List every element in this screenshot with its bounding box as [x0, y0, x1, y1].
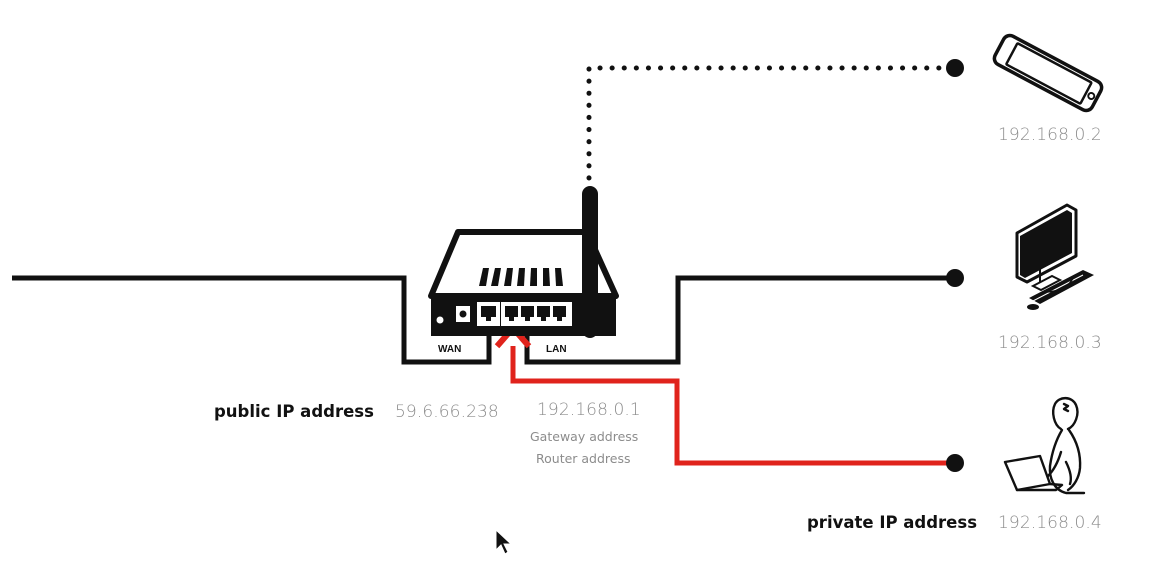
private-ip-label: private IP address: [807, 513, 978, 532]
wan-port-label: WAN: [438, 344, 461, 355]
router-icon: [428, 186, 619, 338]
desktop-endpoint-dot: [946, 269, 964, 287]
person-laptop-icon: [1003, 396, 1086, 495]
laptop-ip-value: 192.168.0.4: [998, 513, 1102, 533]
mouse-pointer-icon: [495, 528, 513, 555]
lan-cable-laptop: [510, 346, 955, 466]
gateway-ip-value: 192.168.0.1: [537, 400, 641, 420]
gateway-address-label: Gateway address: [530, 429, 639, 444]
phone-endpoint-dot: [946, 59, 964, 77]
router-address-label: Router address: [536, 451, 631, 466]
lan-port-label: LAN: [546, 344, 567, 355]
wan-cable: [12, 275, 492, 365]
public-ip-value: 59.6.66.238: [395, 402, 499, 422]
public-ip-label: public IP address: [214, 402, 374, 421]
phone-ip-value: 192.168.0.2: [998, 125, 1102, 145]
wireless-link: [586, 65, 958, 181]
smartphone-icon: [992, 33, 1104, 113]
desktop-computer-icon: [1015, 203, 1094, 310]
laptop-endpoint-dot: [946, 454, 964, 472]
desktop-ip-value: 192.168.0.3: [998, 333, 1102, 353]
